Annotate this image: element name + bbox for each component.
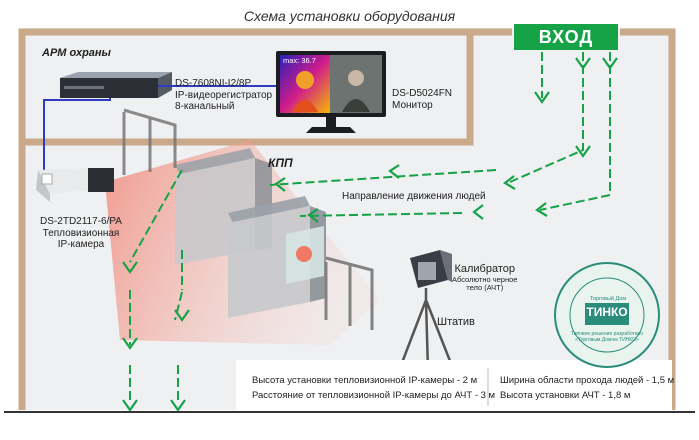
tripod-label: Штатив [437,316,475,329]
seal-brand-small: Торговый Дом [588,296,628,302]
checkpoint-label: КПП [268,157,293,171]
camera-model: DS-2TD2117-6/PA [26,216,136,228]
recorder-line1: IP-видеорегистратор [175,90,272,102]
info-left-row: Расстояние от тепловизионной IP-камеры д… [252,388,495,403]
monitor-model: DS-D5024FN [392,88,452,100]
camera-label: DS-2TD2117-6/PA Тепловизионная IP-камера [26,216,136,251]
info-right: Ширина области прохода людей - 1,5 м Выс… [500,373,674,403]
calibrator-name: Калибратор [452,263,517,276]
recorder-line2: 8-канальный [175,101,272,113]
info-left-row: Высота установки тепловизионной IP-камер… [252,373,495,388]
recorder-label: DS-7608NI-I2/8P IP-видеорегистратор 8-ка… [175,78,272,113]
info-right-row: Ширина области прохода людей - 1,5 м [500,373,674,388]
camera-line2: IP-камера [26,239,136,251]
monitor-readout: max: 36.7 [283,57,316,66]
monitor-name: Монитор [392,100,452,112]
direction-label: Направление движения людей [342,191,486,203]
entry-sign: ВХОД [514,24,618,50]
recorder-model: DS-7608NI-I2/8P [175,78,272,90]
calibrator-label: Калибратор Абсолютно черное тело (АЧТ) [452,263,517,293]
info-left: Высота установки тепловизионной IP-камер… [252,373,495,403]
calibrator-line2: тело (АЧТ) [452,284,517,293]
diagram-title: Схема установки оборудования [0,8,699,24]
seal-ring-text: Типовое решение разработано «Торговым До… [565,332,649,344]
security-room-label: АРМ охраны [42,47,111,60]
recorder-device [60,72,172,98]
seal-brand: ТИНКО [585,306,629,320]
camera-line1: Тепловизионная [26,228,136,240]
monitor-label: DS-D5024FN Монитор [392,88,452,111]
info-right-row: Высота установки АЧТ - 1,8 м [500,388,674,403]
